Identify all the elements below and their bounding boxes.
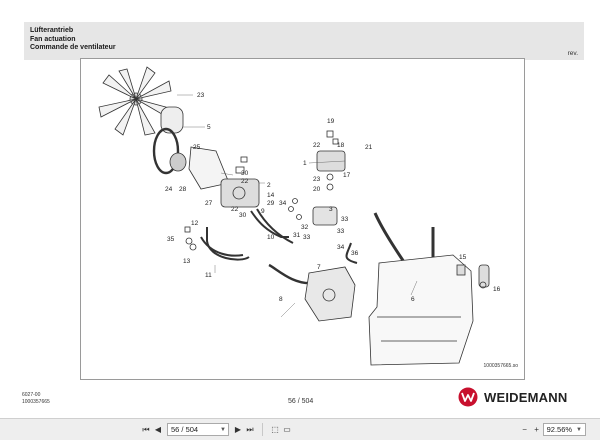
callout-27: 27: [205, 200, 213, 207]
parts-illustration: 23 5 25 24 28 30 22 2 14 29 9 27 22 30 1…: [98, 66, 501, 366]
callout-30-upper: 30: [241, 170, 249, 177]
callout-6: 6: [411, 296, 415, 303]
callout-2: 2: [267, 182, 271, 189]
page-header: Lüfterantrieb Fan actuation Commande de …: [24, 22, 584, 60]
callout-19: 19: [327, 118, 335, 125]
callout-9: 9: [261, 208, 265, 215]
zoom-level-value: 92.56%: [546, 425, 573, 434]
callout-11: 11: [205, 272, 212, 279]
callout-28: 28: [179, 186, 187, 193]
first-page-button[interactable]: ⏮: [142, 424, 150, 434]
fan-blade-assembly: [98, 66, 174, 136]
callout-15: 15: [459, 254, 467, 261]
callout-12: 12: [191, 220, 199, 227]
revision-label: rev.: [567, 50, 578, 57]
drawing-number: 1000357665.so: [483, 363, 518, 369]
callout-34a: 34: [279, 200, 287, 207]
pdf-toolbar: ⏮ ◀ 56 / 504 ▼ ▶ ⏭ ⬚ ▭ − + 92.56% ▼: [0, 418, 600, 440]
brand-logo: WEIDEMANN: [458, 387, 567, 407]
callout-18: 18: [337, 142, 345, 149]
title-english: Fan actuation: [30, 35, 76, 43]
fit-page-icon[interactable]: ⬚: [271, 425, 279, 434]
pdf-viewer: Lüfterantrieb Fan actuation Commande de …: [8, 6, 592, 416]
callout-25: 25: [193, 144, 201, 151]
callout-23: 23: [313, 176, 321, 183]
footer-code-section: 6027-00: [22, 392, 41, 398]
callout-32: 32: [301, 224, 309, 231]
callout-1: 1: [303, 160, 307, 167]
callout-35: 35: [167, 236, 175, 243]
callout-3: 3: [329, 206, 333, 213]
callout-30-lower: 30: [239, 212, 247, 219]
callout-24: 24: [165, 186, 173, 193]
footer-code-doc: 1000357665: [22, 398, 50, 405]
exploded-parts-drawing: 23 5 25 24 28 30 22 2 14 29 9 27 22 30 1…: [80, 58, 525, 380]
callout-20: 20: [313, 186, 321, 193]
callout-17: 17: [343, 172, 351, 179]
callout-21: 21: [365, 144, 373, 151]
callout-34b: 34: [337, 244, 345, 251]
brand-name: WEIDEMANN: [484, 389, 568, 405]
chevron-down-icon: ▼: [220, 426, 226, 433]
document-page: Lüfterantrieb Fan actuation Commande de …: [8, 6, 592, 416]
zoom-in-icon[interactable]: +: [534, 425, 539, 434]
prev-page-button[interactable]: ◀: [154, 425, 162, 434]
callout-33a: 33: [303, 234, 311, 241]
callout-22c: 22: [313, 142, 321, 149]
callout-29: 29: [267, 200, 275, 207]
callout-7: 7: [317, 264, 321, 271]
footer-codes: 6027-00 1000357665: [22, 392, 50, 405]
weidemann-logo-icon: [458, 387, 478, 407]
callout-8: 8: [279, 296, 283, 303]
callout-4: 23: [197, 92, 205, 99]
title-german: Lüfterantrieb: [30, 27, 74, 34]
toolbar-divider: [262, 423, 263, 436]
next-page-button[interactable]: ▶: [234, 425, 242, 434]
title-french: Commande de ventilateur: [30, 44, 116, 51]
page-number-value: 56 / 504: [171, 425, 199, 434]
callout-13: 13: [183, 258, 191, 265]
callout-16: 16: [493, 286, 501, 293]
callout-22: 22: [241, 178, 249, 185]
callout-14: 14: [267, 192, 275, 199]
callout-36: 36: [351, 250, 359, 257]
page-number-footer: 56 / 504: [288, 398, 314, 405]
callout-33c: 33: [337, 228, 345, 235]
chevron-down-icon: ▼: [576, 426, 582, 433]
callout-33b: 33: [341, 216, 349, 223]
zoom-level-select[interactable]: 92.56% ▼: [542, 423, 586, 436]
zoom-out-icon[interactable]: −: [522, 425, 527, 434]
callout-22b: 22: [231, 206, 239, 213]
callout-5: 5: [207, 124, 211, 131]
callout-10: 10: [267, 234, 275, 241]
callout-31: 31: [293, 232, 301, 239]
page-number-field[interactable]: 56 / 504 ▼: [167, 423, 229, 436]
last-page-button[interactable]: ⏭: [246, 424, 254, 434]
fit-width-icon[interactable]: ▭: [283, 425, 291, 434]
header-titles: Lüfterantrieb Fan actuation Commande de …: [30, 27, 116, 53]
